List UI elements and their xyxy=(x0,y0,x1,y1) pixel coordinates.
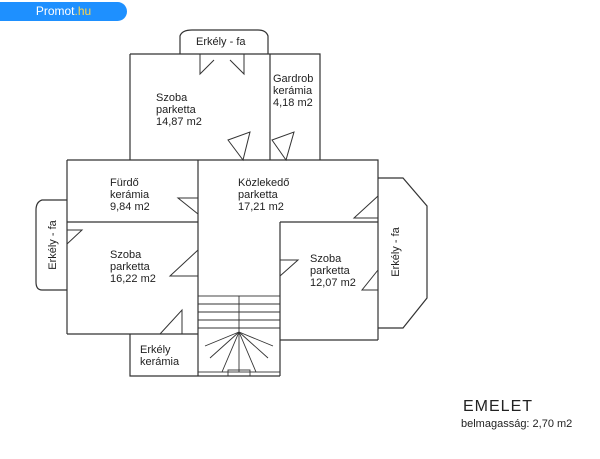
staircase xyxy=(197,295,281,377)
room-label-line: parketta xyxy=(156,104,197,116)
watermark-badge: Promot.hu xyxy=(0,2,127,21)
door-bedroom-left xyxy=(168,249,199,277)
door-hall-right xyxy=(352,195,379,219)
room-label-line: kerámia xyxy=(273,85,313,97)
door-bedroom-top xyxy=(227,131,251,162)
door-left-balcony xyxy=(66,229,84,245)
room-label-line: Fürdő xyxy=(110,177,139,189)
room-label-line: Erkély xyxy=(140,344,171,356)
balcony-right-label: Erkély - fa xyxy=(390,226,402,276)
balcony-top-label: Erkély - fa xyxy=(196,36,246,48)
room-label-line: Erkély - fa xyxy=(47,219,59,269)
wall-balcony-bottom xyxy=(129,334,198,377)
door-bedroom-bottom xyxy=(159,308,183,335)
wall-balcony-top xyxy=(179,29,269,54)
room-label-line: 14,87 m2 xyxy=(156,116,202,128)
plan-title: EMELET xyxy=(463,398,533,415)
room-label-line: kerámia xyxy=(140,356,180,368)
door-wardrobe xyxy=(271,131,295,162)
wall-top-block xyxy=(130,53,321,160)
room-label-line: Szoba xyxy=(310,253,342,265)
room-label-line: 9,84 m2 xyxy=(110,201,150,213)
room-label-line: Szoba xyxy=(156,92,188,104)
room-label-line: parketta xyxy=(310,265,351,277)
wall-balcony-left xyxy=(35,199,67,291)
wall-central-top xyxy=(67,159,379,340)
room-label-line: Erkély - fa xyxy=(390,226,402,276)
door-right-balcony xyxy=(360,269,379,291)
openings xyxy=(66,54,379,335)
room-label-line: 16,22 m2 xyxy=(110,273,156,285)
balcony-left-label: Erkély - fa xyxy=(47,219,59,269)
walls xyxy=(35,29,428,377)
room-label-line: 12,07 m2 xyxy=(310,277,356,289)
room-label-line: 17,21 m2 xyxy=(238,201,284,213)
watermark-brand: Promot xyxy=(35,4,75,18)
room-label-line: Gardrob xyxy=(273,73,313,85)
window-top xyxy=(199,54,245,76)
plan-subtitle: belmagasság: 2,70 m2 xyxy=(461,418,572,430)
room-label-line: Erkély - fa xyxy=(196,36,246,48)
wall-balcony-right xyxy=(378,177,428,329)
room-label-line: Közlekedő xyxy=(238,177,289,189)
room-label-line: Szoba xyxy=(110,249,142,261)
room-label-line: parketta xyxy=(238,189,279,201)
door-bath xyxy=(176,197,199,215)
room-label-line: parketta xyxy=(110,261,151,273)
room-label-line: kerámia xyxy=(110,189,150,201)
watermark-tld: .hu xyxy=(74,4,92,18)
door-bedroom-right xyxy=(279,259,300,277)
room-label-line: 4,18 m2 xyxy=(273,97,313,109)
